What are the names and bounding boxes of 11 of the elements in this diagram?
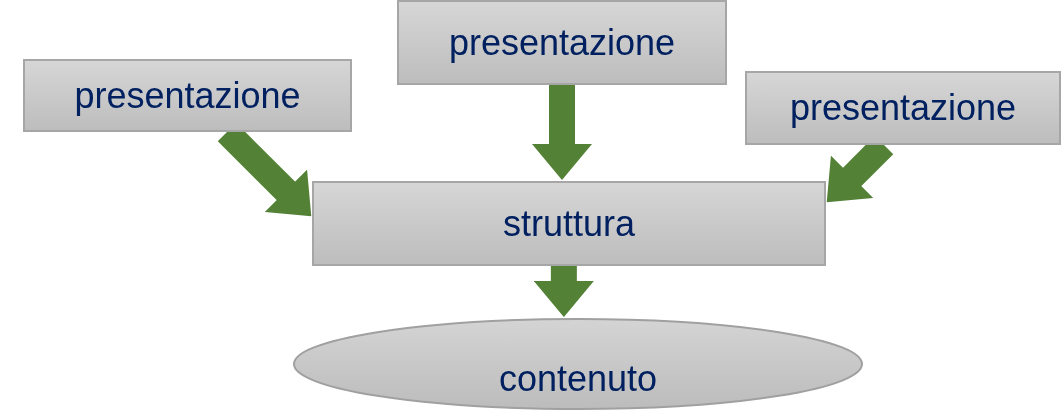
node-label: presentazione	[448, 21, 676, 64]
arrow	[532, 85, 592, 180]
node-label: contenuto	[498, 358, 658, 400]
process-box	[745, 71, 1061, 145]
process-box	[397, 0, 727, 85]
node-label: presentazione	[74, 74, 301, 117]
node-label: presentazione	[789, 87, 1017, 129]
process-box	[312, 181, 826, 266]
process-box	[23, 59, 352, 132]
node-label: struttura	[502, 202, 635, 245]
arrow	[533, 266, 594, 318]
